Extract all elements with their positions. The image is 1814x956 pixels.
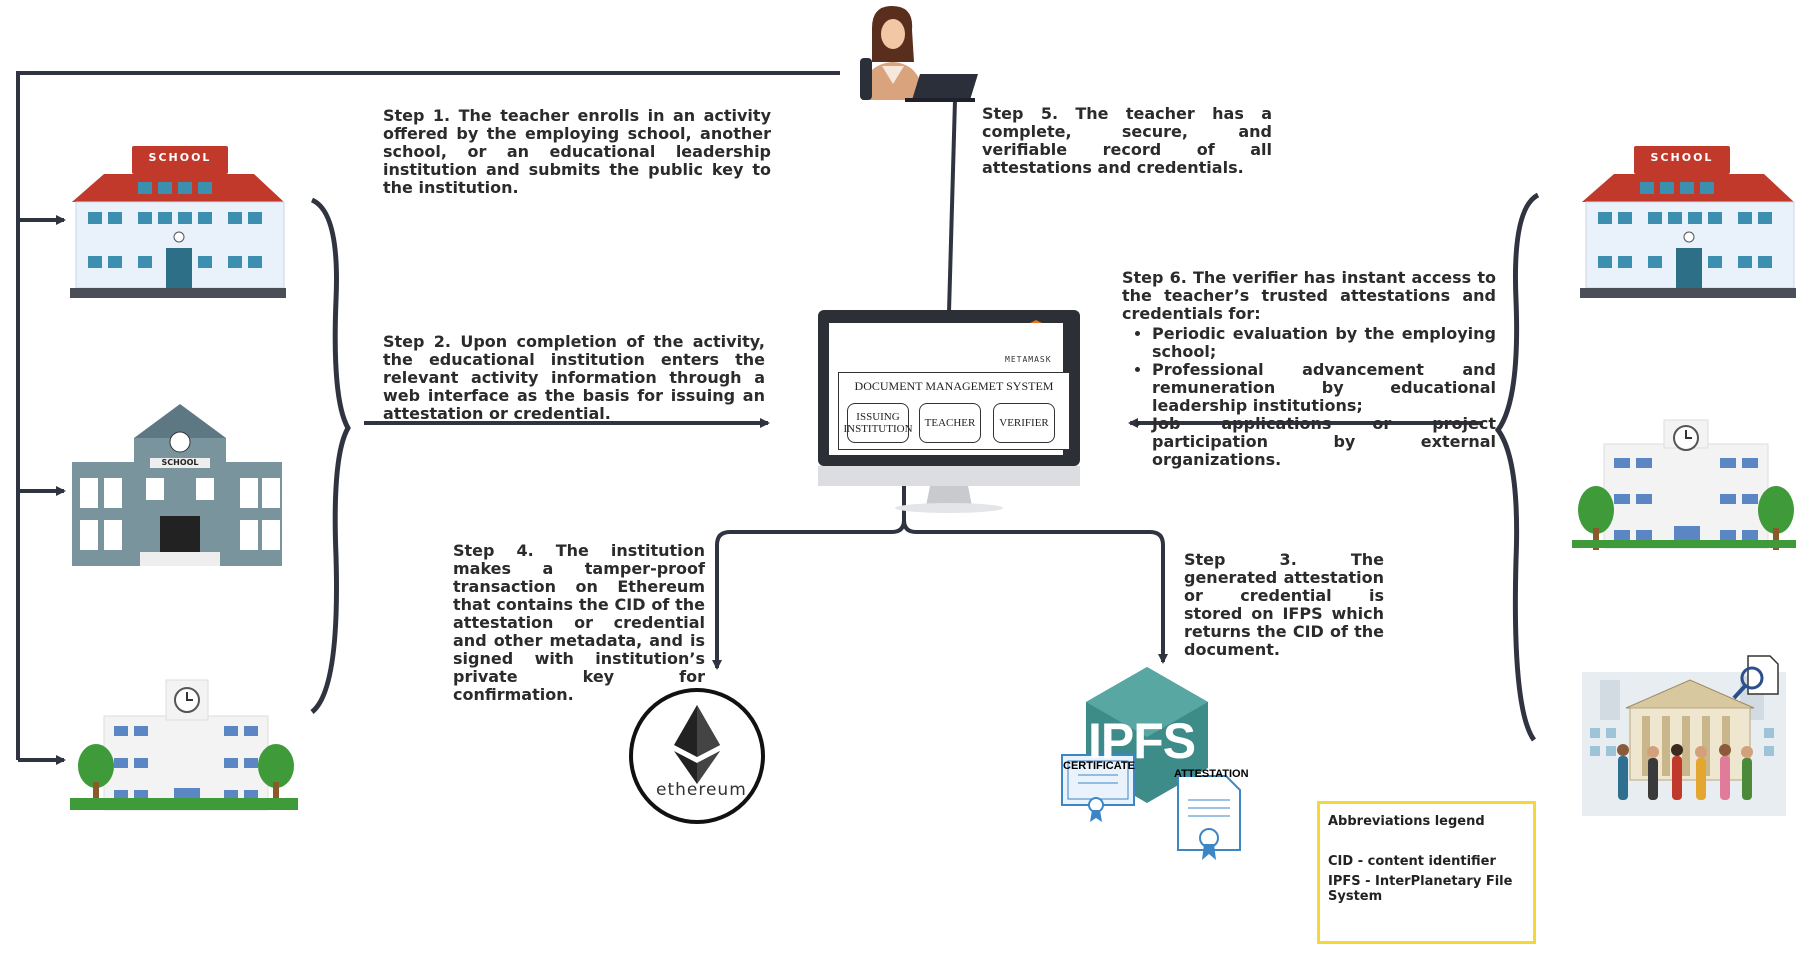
connector-lines — [16, 71, 1483, 765]
school-building-icon-2 — [72, 404, 282, 566]
legend-title: Abbreviations legend — [1328, 814, 1485, 829]
metamask-label: METAMASK — [1005, 355, 1052, 364]
step6-bullet-list: Periodic evaluation by the employing sch… — [1122, 325, 1496, 469]
attestation-label: ATTESTATION — [1174, 768, 1249, 780]
abbreviations-legend: Abbreviations legend CID - content ident… — [1317, 801, 1536, 944]
teacher-to-schools-line — [16, 71, 840, 760]
issuing-institution-button[interactable]: ISSUING INSTITUTION — [843, 403, 913, 443]
document-search-icon — [1732, 655, 1779, 700]
teacher-to-system-line — [947, 99, 957, 313]
step4-text: Step 4. The institution makes a tamper-p… — [453, 541, 705, 704]
school-sign-2: SCHOOL — [161, 458, 199, 467]
certificate-icon — [1061, 754, 1135, 822]
school-building-icon-5 — [1572, 419, 1796, 550]
step1-text: Step 1. The teacher enrolls in an activi… — [383, 106, 771, 197]
step6-bullet-3: Job applications or project participatio… — [1152, 415, 1496, 469]
people-group-icon — [1617, 744, 1753, 800]
left-brace — [310, 197, 351, 714]
school-sign-1: SCHOOL — [148, 151, 212, 164]
organization-building-icon — [1582, 655, 1786, 816]
school-building-icon-4 — [1580, 146, 1796, 298]
document-management-panel: DOCUMENT MANAGEMET SYSTEM ISSUING INSTIT… — [838, 372, 1070, 450]
step2-text: Step 2. Upon completion of the activity,… — [383, 332, 765, 423]
ethereum-logo-icon — [629, 688, 765, 824]
step5-text: Step 5. The teacher has a complete, secu… — [982, 104, 1272, 177]
step6-bullet-2: Professional advancement and remuneratio… — [1152, 361, 1496, 415]
dms-title: DOCUMENT MANAGEMET SYSTEM — [854, 379, 1054, 393]
step6-bullet-1: Periodic evaluation by the employing sch… — [1152, 325, 1496, 361]
legend-ipfs: IPFS - InterPlanetary File System — [1328, 874, 1513, 904]
school-sign-4: SCHOOL — [1650, 151, 1714, 164]
school-building-icon-1 — [70, 146, 286, 298]
step3-text: Step 3. The generated attestation or cre… — [1184, 550, 1384, 659]
right-brace — [1494, 192, 1540, 742]
ethereum-label: ethereum — [656, 780, 747, 800]
legend-cid: CID - content identifier — [1328, 854, 1496, 869]
step6-text: Step 6. The verifier has instant access … — [1122, 269, 1496, 469]
system-to-ipfs-line — [902, 519, 1168, 664]
teacher-button[interactable]: TEACHER — [919, 403, 981, 443]
ipfs-label: IPFS — [1088, 713, 1196, 769]
school-building-icon-3 — [70, 679, 298, 811]
certificate-label: CERTIFICATE — [1063, 760, 1135, 772]
teacher-icon — [860, 6, 978, 102]
verifier-button[interactable]: VERIFIER — [993, 403, 1055, 443]
attestation-document-icon — [1177, 775, 1241, 860]
